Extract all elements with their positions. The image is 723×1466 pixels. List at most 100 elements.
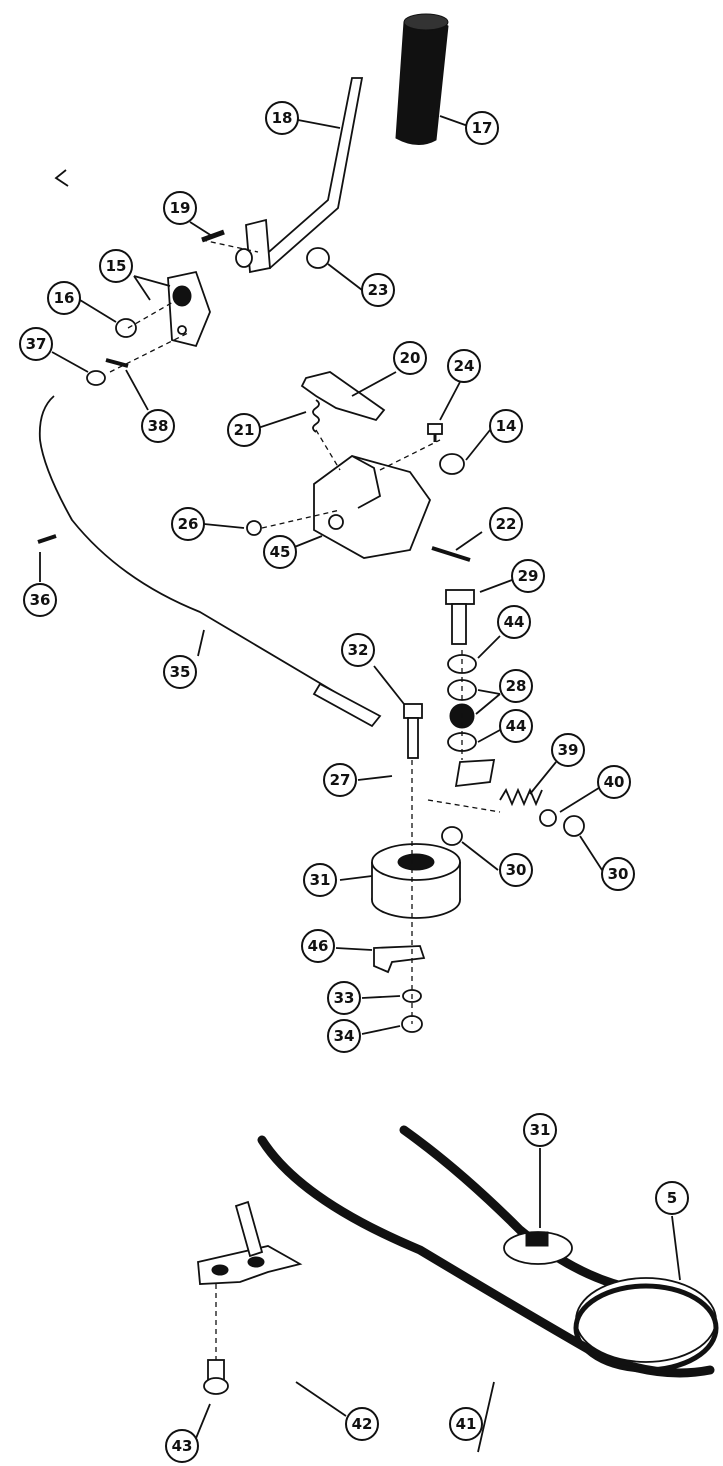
svg-text:15: 15: [106, 257, 127, 275]
spring-part: [312, 399, 320, 433]
lever-part: [235, 77, 364, 274]
svg-text:32: 32: [348, 641, 369, 659]
callout-30b: 30: [601, 857, 635, 891]
callout-27: 27: [323, 763, 357, 797]
belt-guide-bracket-part: [197, 1200, 303, 1285]
svg-text:40: 40: [604, 773, 625, 791]
svg-text:28: 28: [506, 677, 527, 695]
callout-44b: 44: [499, 709, 533, 743]
pin-part: [201, 229, 225, 243]
callout-43: 43: [165, 1429, 199, 1463]
callout-21: 21: [227, 413, 261, 447]
pivot-bracket-part: [167, 270, 211, 348]
knob-nut-part: [306, 247, 330, 269]
svg-text:44: 44: [506, 717, 527, 735]
svg-text:21: 21: [234, 421, 255, 439]
nut-30b-part: [563, 815, 585, 837]
bushing-part: [115, 318, 137, 338]
svg-text:37: 37: [26, 335, 47, 353]
callout-22: 22: [489, 507, 523, 541]
nut-30a-part: [441, 826, 463, 846]
svg-text:19: 19: [170, 199, 191, 217]
svg-text:16: 16: [54, 289, 75, 307]
latch-plate-part: [300, 371, 386, 422]
svg-text:14: 14: [496, 417, 517, 435]
svg-text:43: 43: [172, 1437, 193, 1455]
callout-16: 16: [47, 281, 81, 315]
callout-29: 29: [511, 559, 545, 593]
direction-mark: [54, 169, 69, 187]
callout-45: 45: [263, 535, 297, 569]
callout-24: 24: [447, 349, 481, 383]
callout-31a: 31: [303, 863, 337, 897]
callout-20: 20: [393, 341, 427, 375]
idler-arm-part: [454, 759, 496, 788]
screw-part: [427, 423, 443, 442]
idler-pulley-part: [371, 843, 461, 919]
svg-text:31: 31: [310, 871, 331, 889]
svg-text:42: 42: [352, 1415, 373, 1433]
svg-text:39: 39: [558, 741, 579, 759]
svg-text:33: 33: [334, 989, 355, 1007]
svg-text:45: 45: [270, 543, 291, 561]
svg-text:36: 36: [30, 591, 51, 609]
svg-text:24: 24: [454, 357, 475, 375]
callout-26: 26: [171, 507, 205, 541]
svg-text:18: 18: [272, 109, 293, 127]
nut-part: [439, 453, 465, 475]
svg-text:41: 41: [456, 1415, 477, 1433]
callout-30a: 30: [499, 853, 533, 887]
svg-text:31: 31: [530, 1121, 551, 1139]
callout-31b: 31: [523, 1113, 557, 1147]
callout-36: 36: [23, 583, 57, 617]
small-bracket-part: [373, 945, 426, 974]
svg-text:46: 46: [308, 937, 329, 955]
housing-part: [313, 455, 432, 559]
bolt-43-part: [203, 1359, 229, 1395]
svg-text:17: 17: [472, 119, 493, 137]
callout-44a: 44: [497, 605, 531, 639]
grip-part: [395, 13, 449, 145]
callout-46: 46: [301, 929, 335, 963]
callout-18: 18: [265, 101, 299, 135]
svg-text:23: 23: [368, 281, 389, 299]
small-pin-part: [37, 534, 57, 544]
callout-37: 37: [19, 327, 53, 361]
svg-text:20: 20: [400, 349, 421, 367]
mower-deck-part: [257, 1125, 719, 1378]
callout-42: 42: [345, 1407, 379, 1441]
callout-38: 38: [141, 409, 175, 443]
clip-part: [246, 520, 262, 536]
svg-text:34: 34: [334, 1027, 355, 1045]
callout-35: 35: [163, 655, 197, 689]
svg-text:22: 22: [496, 515, 517, 533]
svg-text:30: 30: [608, 865, 629, 883]
svg-text:29: 29: [518, 567, 539, 585]
callout-15: 15: [99, 249, 133, 283]
callout-19: 19: [163, 191, 197, 225]
callout-14: 14: [489, 409, 523, 443]
callout-5: 5: [655, 1181, 689, 1215]
pin-22-part: [431, 546, 471, 562]
callout-41: 41: [449, 1407, 483, 1441]
svg-text:38: 38: [148, 417, 169, 435]
callout-32: 32: [341, 633, 375, 667]
callout-17: 17: [465, 111, 499, 145]
washer-part: [86, 370, 106, 386]
cotter-pin-part: [105, 358, 129, 368]
callout-23: 23: [361, 273, 395, 307]
tension-spring-part: [499, 787, 543, 807]
svg-text:26: 26: [178, 515, 199, 533]
callout-40: 40: [597, 765, 631, 799]
callout-34: 34: [327, 1019, 361, 1053]
bolt-32-part: [403, 703, 423, 759]
svg-text:27: 27: [330, 771, 351, 789]
svg-text:30: 30: [506, 861, 527, 879]
svg-text:44: 44: [504, 613, 525, 631]
callout-28: 28: [499, 669, 533, 703]
svg-text:35: 35: [170, 663, 191, 681]
callout-39: 39: [551, 733, 585, 767]
ring-part: [539, 809, 557, 827]
svg-text:5: 5: [667, 1189, 677, 1207]
